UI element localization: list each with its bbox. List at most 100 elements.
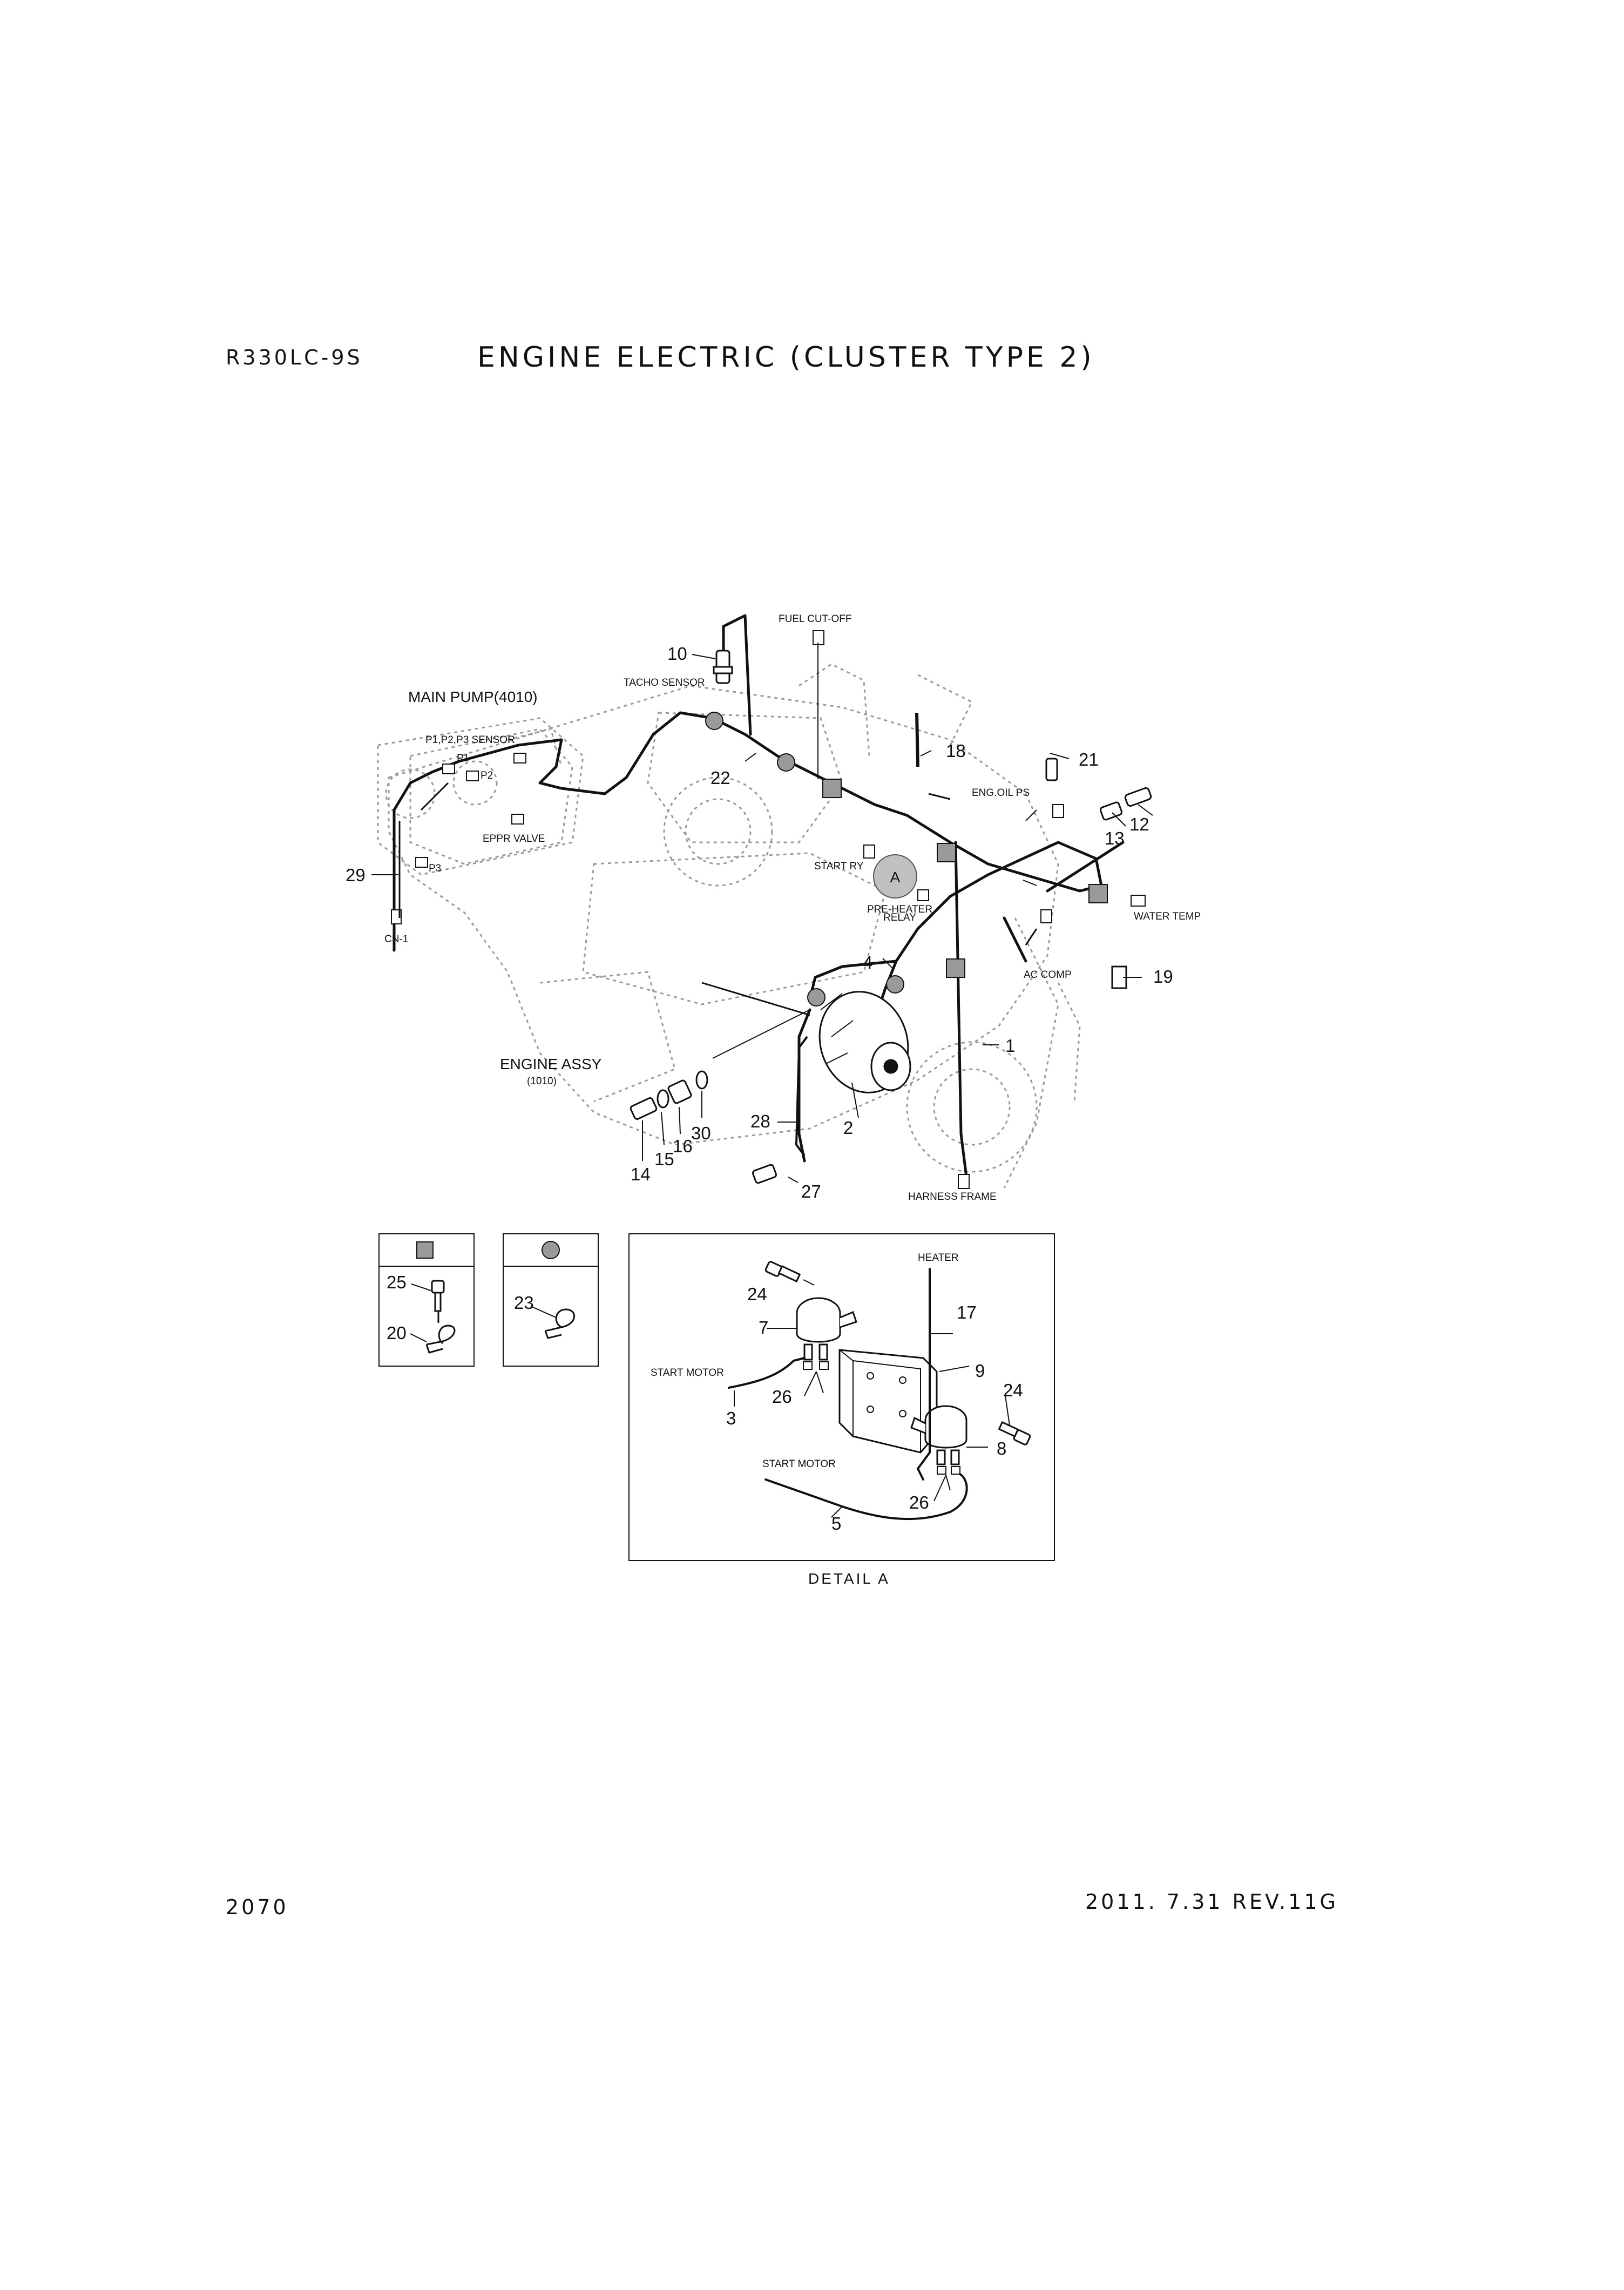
label-start-motor-2: START MOTOR: [762, 1458, 836, 1470]
callout-15: 15: [654, 1149, 674, 1169]
engine-ghost-outline: [388, 663, 1081, 1188]
callout-14: 14: [631, 1164, 651, 1184]
tag-pre-heater: [917, 889, 929, 901]
callout-10: 10: [667, 644, 687, 664]
callout-17: 17: [957, 1302, 977, 1322]
callout-23: 23: [514, 1293, 534, 1313]
circle-markers: [705, 712, 904, 1006]
callout-26b: 26: [909, 1492, 929, 1512]
part-18-strap: [915, 712, 919, 767]
part-20-clamp: [425, 1325, 456, 1354]
callout-19: 19: [1153, 967, 1173, 987]
callout-16: 16: [673, 1136, 693, 1156]
part-21-sensor: [1045, 758, 1058, 781]
callout-5: 5: [831, 1514, 841, 1534]
part-10-tacho-sensor: [713, 650, 733, 684]
legend-circle-marker: [542, 1241, 560, 1259]
detail-a-box: HEATER START MOTOR START MOTOR 24 7 17 9…: [628, 1233, 1055, 1561]
callout-9: 9: [975, 1361, 985, 1381]
callout-4: 4: [863, 953, 872, 972]
callout-24a: 24: [747, 1284, 767, 1304]
legend-square-marker: [416, 1241, 434, 1259]
legend-square-box: 25 20: [378, 1233, 475, 1367]
label-heater: HEATER: [918, 1252, 959, 1264]
part-24-bolt-a: [764, 1261, 801, 1282]
callout-29: 29: [346, 865, 366, 885]
label-pre-heater: PRE-HEATER: [867, 904, 932, 915]
label-p1: P1: [457, 753, 469, 764]
part-28-wire: [795, 1036, 808, 1157]
part-25-bolt: [431, 1280, 445, 1323]
tag-p2: [466, 771, 479, 781]
label-ac-comp: AC COMP: [1024, 969, 1072, 981]
label-p123-sensor: P1,P2,P3 SENSOR: [425, 734, 515, 746]
label-start-motor-1: START MOTOR: [651, 1367, 724, 1379]
label-eppr-valve: EPPR VALVE: [483, 833, 545, 845]
label-harness-frame: HARNESS FRAME: [908, 1191, 997, 1203]
tag-start-ry: [863, 845, 875, 859]
tag-eppr: [511, 814, 524, 825]
connector-tags: [391, 630, 1146, 1189]
tag-p3: [415, 857, 428, 868]
label-eng-oil-ps: ENG.OIL PS: [972, 787, 1030, 799]
callout-2: 2: [843, 1118, 853, 1138]
part-23-clamp: [544, 1308, 576, 1339]
callout-8: 8: [997, 1438, 1006, 1458]
tag-p1: [442, 764, 455, 774]
label-tacho-sensor: TACHO SENSOR: [624, 677, 705, 688]
page-number: 2070: [226, 1895, 289, 1919]
callout-18: 18: [946, 741, 966, 761]
circle-marker: [777, 753, 795, 772]
callout-22: 22: [710, 768, 730, 788]
part-2-alternator: [818, 991, 911, 1093]
square-marker: [822, 779, 842, 798]
callout-20: 20: [387, 1323, 407, 1343]
callout-26a: 26: [772, 1387, 792, 1407]
callout-30: 30: [691, 1123, 711, 1143]
part-3-wire: [728, 1357, 806, 1389]
tag-harness-frame: [958, 1174, 970, 1189]
circle-marker: [886, 975, 904, 994]
label-fuel-cut-off: FUEL CUT-OFF: [779, 613, 851, 625]
part-26-nuts: [803, 1361, 960, 1475]
callout-28: 28: [750, 1111, 770, 1131]
callout-3: 3: [726, 1408, 736, 1428]
part-14-16-30-sensor-set: [630, 1070, 708, 1120]
legend-circle-box: 23: [503, 1233, 599, 1367]
part-27-plug: [752, 1164, 777, 1184]
label-relay: RELAY: [883, 912, 916, 923]
revision-date: 2011. 7.31 REV.11G: [1085, 1890, 1338, 1914]
secondary-harness: [420, 782, 1038, 1016]
square-marker: [946, 958, 965, 978]
tag-p123: [513, 753, 526, 764]
part-24-bolt-b: [998, 1421, 1031, 1445]
label-start-ry: START RY: [814, 861, 864, 872]
part-12-sensor: [1099, 787, 1152, 821]
tag-eng-oil: [1052, 804, 1064, 818]
leader-lines: [371, 643, 1153, 1183]
label-engine-assy-code: (1010): [527, 1076, 557, 1087]
detail-a-marker-circle: [873, 854, 917, 899]
label-main-pump: MAIN PUMP(4010): [408, 688, 538, 705]
detail-a-caption: DETAIL A: [808, 1570, 890, 1587]
part-8-relay: [910, 1405, 967, 1465]
model-code: R330LC-9S: [226, 346, 363, 369]
square-markers: [822, 779, 1108, 978]
label-cn1: CN-1: [384, 934, 408, 945]
callout-7: 7: [759, 1318, 768, 1337]
page-title: ENGINE ELECTRIC (CLUSTER TYPE 2): [477, 341, 1095, 374]
label-p2: P2: [481, 770, 493, 781]
square-marker: [937, 843, 956, 862]
tag-water-temp: [1131, 895, 1146, 907]
circle-marker: [807, 988, 825, 1006]
label-water-temp: WATER TEMP: [1134, 911, 1201, 922]
callout-24b: 24: [1003, 1380, 1023, 1400]
callout-1: 1: [1005, 1036, 1015, 1056]
callout-21: 21: [1079, 749, 1099, 769]
part-17-wire: [916, 1268, 931, 1481]
callout-12: 12: [1129, 814, 1149, 834]
tag-ac-comp: [1040, 909, 1052, 923]
callout-27: 27: [801, 1181, 821, 1201]
detail-a-marker-label: A: [890, 869, 901, 886]
